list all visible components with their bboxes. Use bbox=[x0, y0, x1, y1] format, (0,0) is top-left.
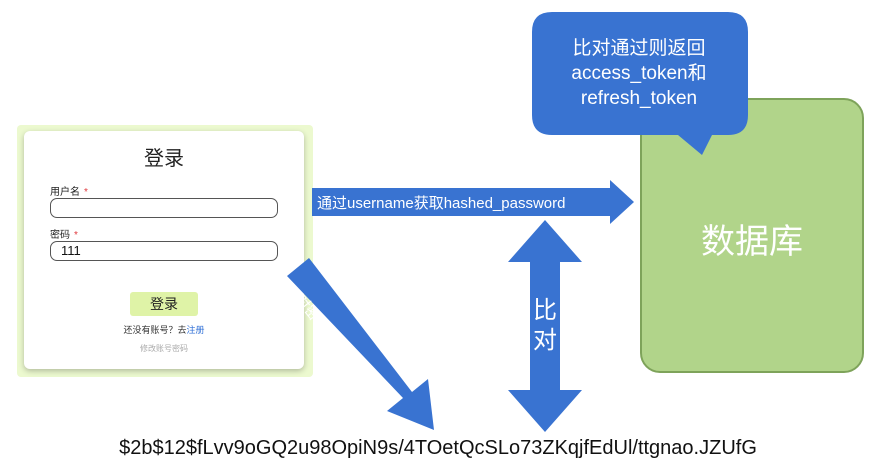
register-link[interactable]: 注册 bbox=[186, 325, 205, 335]
compare-arrow-label: 比 对 bbox=[520, 296, 570, 356]
callout-line-2: access_token和 bbox=[571, 63, 707, 84]
database-label: 数据库 bbox=[701, 223, 803, 261]
username-required-mark: * bbox=[84, 187, 88, 198]
password-label: 密码 * bbox=[50, 226, 78, 241]
callout-bubble bbox=[532, 12, 748, 155]
database-box bbox=[640, 98, 864, 373]
hash-arrow bbox=[287, 258, 434, 430]
password-label-text: 密码 bbox=[50, 230, 70, 241]
compare-label-line-1: 比 bbox=[533, 297, 557, 324]
compare-double-arrow bbox=[508, 220, 582, 432]
password-required-mark: * bbox=[74, 230, 78, 241]
login-button[interactable]: 登录 bbox=[130, 292, 198, 316]
username-input[interactable] bbox=[50, 198, 278, 218]
callout-line-3: refresh_token bbox=[580, 88, 698, 109]
register-prompt-text: 还没有账号？去 bbox=[123, 325, 187, 335]
username-label: 用户名 * bbox=[50, 183, 88, 198]
forgot-password-link[interactable]: 修改账号密码 bbox=[140, 344, 188, 353]
hashed-password-value: $2b$12$fLvv9oGQ2u98OpiN9s/4TOetQcSLo73ZK… bbox=[119, 437, 757, 459]
fetch-arrow-label: 通过username获取hashed_password bbox=[317, 195, 566, 212]
fetch-arrow bbox=[312, 180, 634, 224]
login-title: 登录 bbox=[144, 148, 184, 170]
callout-text: 比对通过则返回 access_token和 refresh_token bbox=[530, 36, 748, 111]
compare-label-line-2: 对 bbox=[533, 327, 557, 354]
register-prompt: 还没有账号？去注册 bbox=[24, 323, 304, 336]
password-input[interactable]: 111 bbox=[50, 241, 278, 261]
username-label-text: 用户名 bbox=[50, 187, 80, 198]
callout-line-1: 比对通过则返回 bbox=[572, 38, 706, 59]
